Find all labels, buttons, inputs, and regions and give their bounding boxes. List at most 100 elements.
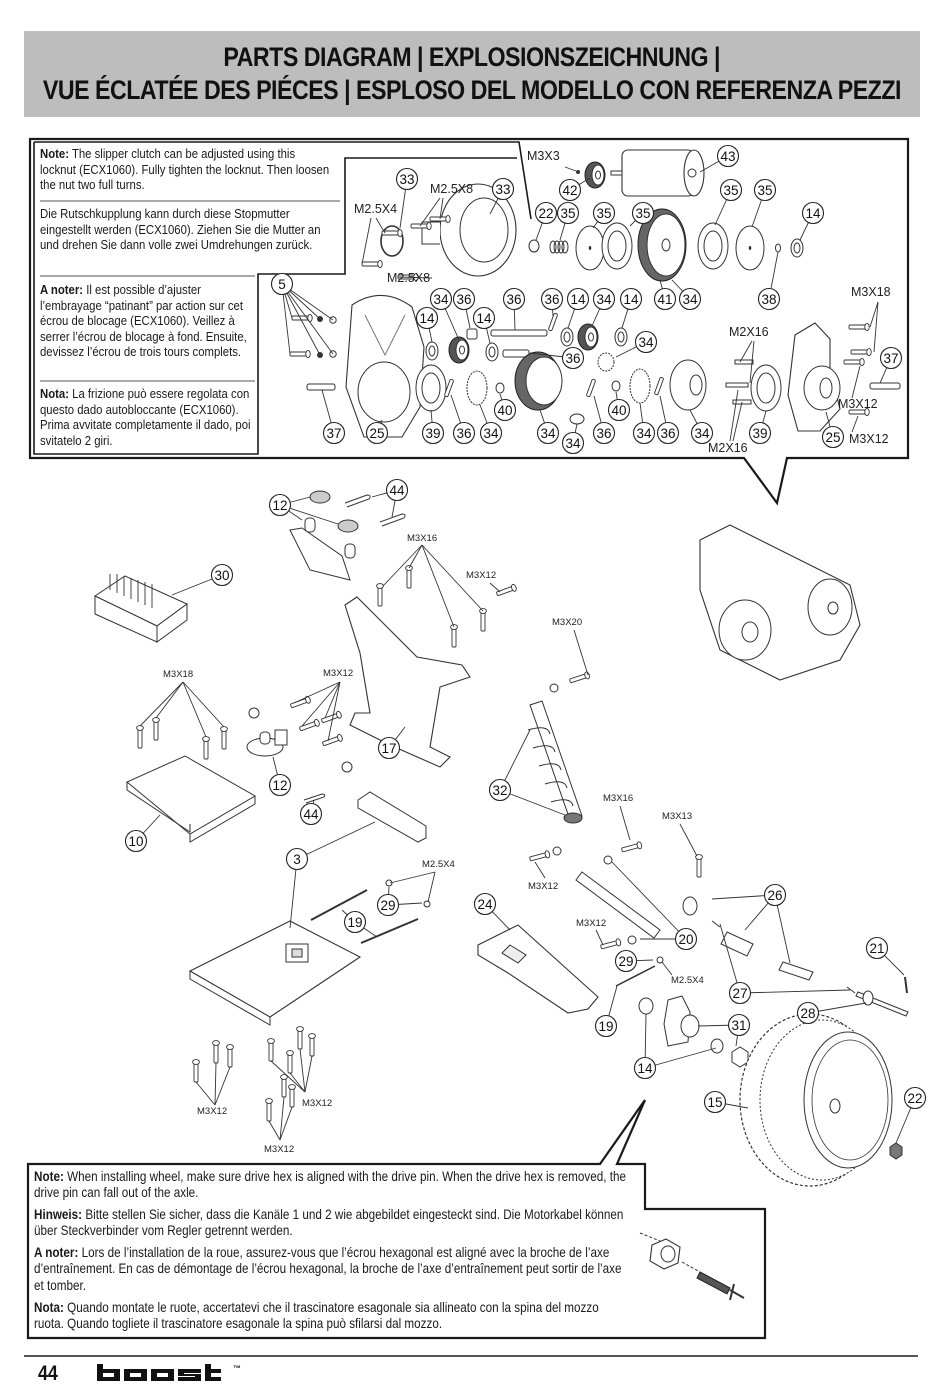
part-number-label: 44: [303, 807, 319, 822]
fastener-size-label: M3X13: [662, 811, 692, 822]
part-number-circle: [727, 1013, 751, 1037]
part-number-circle: [365, 421, 389, 445]
part-number-callout: 39: [421, 409, 445, 445]
leader-line: [324, 681, 341, 719]
fastener-size-label: M3X12: [849, 432, 889, 446]
part-number-label: 38: [761, 292, 776, 307]
part-number-callout: 41: [653, 279, 677, 311]
part-number-callout: 14: [472, 306, 496, 344]
part-number-label: 25: [369, 426, 384, 441]
part-number-callout: 40: [493, 393, 517, 422]
part-number-callout: 35: [751, 178, 777, 228]
part-number-callout: 3: [285, 821, 376, 929]
part-number-circle: [753, 178, 777, 202]
page-number: 44: [38, 1362, 58, 1385]
fastener-size-label: M2.5X8: [387, 271, 430, 285]
part-number-callout: 21: [865, 936, 905, 976]
fastener-size-callout: M2.5X4: [661, 961, 704, 986]
part-number-label: 39: [425, 426, 440, 441]
fastener-size-label: M2.5X8: [430, 182, 473, 196]
leader-line: [281, 283, 291, 355]
part-number-label: 34: [682, 292, 698, 307]
transmission-exploded-view: [289, 149, 901, 438]
part-number-circle: [395, 167, 419, 191]
part-number-circle: [632, 421, 656, 445]
brand-logo: ™: [97, 1364, 241, 1381]
part-number-callout: 32: [488, 729, 566, 816]
part-number-circle: [801, 201, 825, 225]
part-number-circle: [285, 847, 309, 871]
fastener-size-callout: M3X18: [851, 285, 891, 353]
part-number-circle: [634, 330, 658, 354]
leader-line: [182, 681, 207, 738]
leader-line: [214, 1062, 217, 1106]
fastener-size-callout: M2.5X8: [419, 182, 473, 227]
part-number-circle: [322, 421, 346, 445]
leader-line: [327, 681, 341, 742]
leader-line: [375, 217, 386, 234]
page-title-line-2: VUE ÉCLATÉE DES PIÉCES | ESPLOSO DEL MOD…: [42, 75, 902, 105]
leader-line: [301, 681, 341, 727]
leader-line: [573, 629, 589, 676]
part-number-callout: 25: [365, 419, 389, 445]
part-number-label: 14: [805, 206, 821, 221]
note-text: Bitte stellen Sie sicher, dass die Kanäl…: [34, 1207, 624, 1239]
part-number-label: 32: [492, 783, 507, 798]
gearbox-housing-left-drawing: [345, 294, 425, 438]
fastener-size-label: M3X18: [851, 285, 891, 299]
part-number-callout: 35: [592, 201, 616, 229]
part-number-label: 14: [570, 292, 586, 307]
part-number-callout: 15: [703, 1090, 749, 1114]
leader-line: [869, 301, 879, 328]
note-label: Nota:: [34, 1300, 64, 1315]
camber-link-drawing: [575, 871, 661, 939]
fastener-size-label: M2.5X4: [354, 202, 397, 216]
part-number-label: 35: [596, 206, 611, 221]
footer-divider: [24, 1355, 918, 1357]
part-number-circle: [421, 421, 445, 445]
part-number-circle: [415, 306, 439, 330]
fastener-size-callout: M3X12: [849, 415, 889, 446]
fastener-size-callout: M3X12: [293, 668, 353, 742]
part-number-circle: [268, 493, 292, 517]
part-number-callout: 28: [796, 1001, 867, 1025]
part-number-callout: 29: [376, 886, 423, 917]
part-number-circle: [865, 936, 889, 960]
note-label: A noter:: [40, 282, 84, 297]
part-number-label: 43: [720, 149, 735, 164]
gearbox-assembly-drawing: [699, 524, 861, 681]
part-number-callout: 14: [633, 1013, 717, 1080]
part-number-callout: 26: [711, 883, 791, 964]
part-number-circle: [540, 287, 564, 311]
hub-carrier-drawing: [663, 995, 700, 1047]
part-number-label: 26: [767, 888, 782, 903]
part-number-label: 27: [732, 986, 747, 1001]
fastener-size-label: M2.5X4: [422, 859, 455, 870]
part-number-circle: [385, 478, 409, 502]
differential-gear-drawing: [514, 351, 563, 411]
part-number-circle: [452, 421, 476, 445]
part-number-callout: 34: [671, 279, 702, 311]
part-number-callout: 38: [757, 251, 781, 311]
part-number-label: 35: [635, 206, 650, 221]
part-number-circle: [561, 431, 585, 455]
leader-line: [279, 1106, 293, 1141]
fastener-size-label: M2X16: [729, 325, 769, 339]
part-number-circle: [607, 398, 631, 422]
leader-line: [421, 544, 484, 612]
fastener-size-label: M3X3: [527, 149, 560, 163]
leader-line: [139, 681, 184, 727]
leader-line: [595, 929, 604, 946]
part-number-label: 19: [598, 1019, 613, 1034]
leader-line: [611, 861, 687, 940]
part-number-circle: [488, 778, 512, 802]
part-number-label: 17: [381, 741, 396, 756]
part-number-circle: [592, 201, 616, 225]
part-number-callout: 34: [561, 423, 585, 455]
note-english-slipper: Note: The slipper clutch can be adjusted…: [40, 146, 332, 193]
part-number-circle: [473, 892, 497, 916]
drive-hex-drawing: [639, 1232, 701, 1273]
page-title-line-1: PARTS DIAGRAM | EXPLOSIONSZEICHNUNG |: [223, 42, 721, 72]
part-number-callout: 17: [377, 726, 406, 760]
fastener-size-label: M3X12: [197, 1106, 227, 1117]
